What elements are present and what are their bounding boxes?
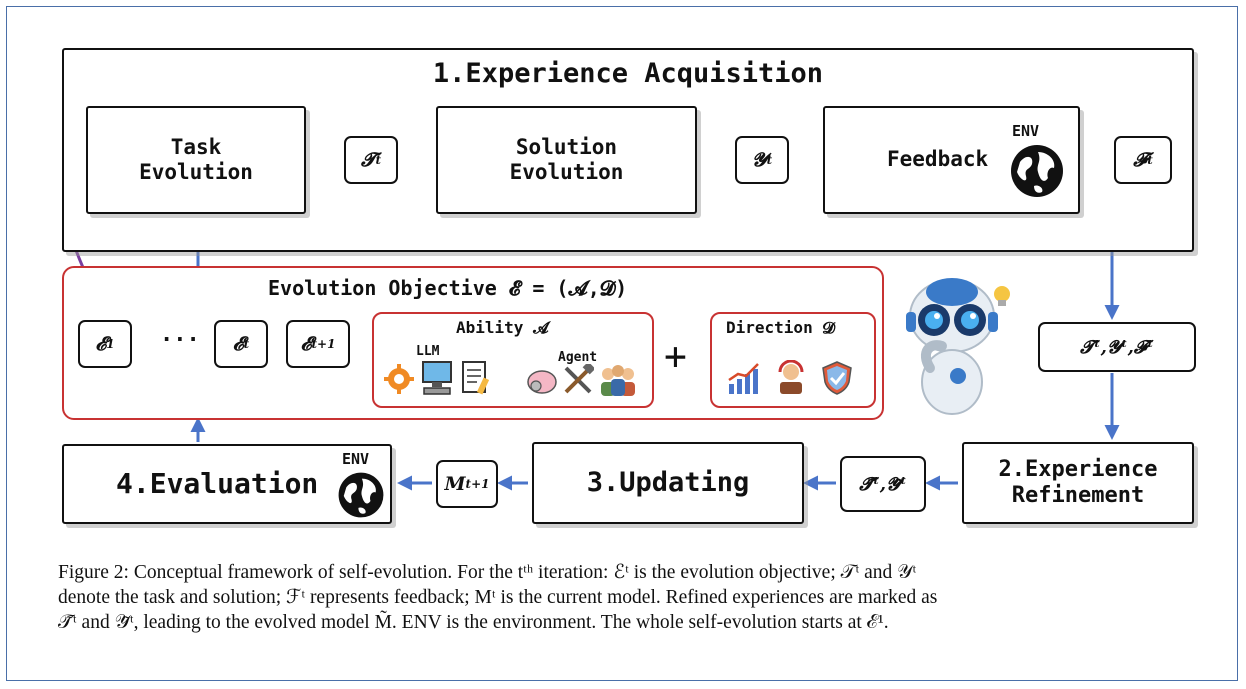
- team-icon: [601, 365, 635, 396]
- Et1-symbol: 𝓔: [300, 333, 312, 355]
- T-symbol: 𝓣: [360, 149, 376, 171]
- figure-caption: Figure 2: Conceptual framework of self-e…: [58, 560, 1208, 635]
- caption-line-1: Figure 2: Conceptual framework of self-e…: [58, 562, 917, 583]
- task-label-line1: Task: [170, 134, 222, 159]
- tools-icon: [564, 364, 594, 394]
- agent-label: Agent: [558, 350, 598, 365]
- feedback-label: Feedback: [887, 147, 989, 172]
- caption-line-3: 𝒯̃ᵗ and 𝒴̃ᵗ, leading to the evolved mode…: [58, 612, 889, 633]
- robot-mascot-icon: [906, 278, 1010, 415]
- computer-icon: [422, 361, 452, 395]
- solution-evolution-box: Solution Evolution: [436, 106, 697, 214]
- F-symbol: 𝓕: [1133, 149, 1148, 171]
- feedback-env-label: ENV: [1012, 122, 1040, 140]
- F-superscript: t: [1147, 153, 1153, 167]
- refinement-label-line1: 2.Experience: [998, 456, 1158, 482]
- M-superscript: t+1: [465, 477, 490, 491]
- Y-symbol: 𝓨: [751, 149, 767, 171]
- evaluation-env-label: ENV: [342, 450, 370, 468]
- gear-head-icon: [384, 364, 414, 394]
- Y-superscript: t: [766, 153, 773, 167]
- llm-label: LLM: [416, 344, 440, 359]
- globe-icon: [1011, 145, 1063, 197]
- growth-chart-icon: [728, 363, 759, 394]
- Et1-superscript: t+1: [311, 337, 336, 351]
- evolution-objective-title: Evolution Objective 𝓔 = (𝓐,𝓓): [268, 276, 628, 300]
- caption-line-2: denote the task and solution; ℱᵗ represe…: [58, 587, 938, 608]
- combined-TYF-box: 𝓣ᵗ,𝓨ᵗ,𝓕ᵗ: [1038, 322, 1196, 372]
- plus-sign: +: [664, 334, 687, 378]
- refined-TY-box: 𝓣̃ᵗ,𝓨̃ᵗ: [840, 456, 926, 512]
- ellipsis: ···: [160, 328, 200, 353]
- E1-symbol: 𝓔: [95, 333, 107, 355]
- task-label-line2: Evolution: [139, 160, 253, 184]
- Et-symbol: 𝓔: [232, 333, 244, 355]
- updating-label: 3.Updating: [586, 466, 750, 498]
- combined-TYF-label: 𝓣ᵗ,𝓨ᵗ,𝓕ᵗ: [1080, 336, 1154, 358]
- acquisition-title: 1.Experience Acquisition: [432, 58, 824, 89]
- experience-refinement-box: 2.Experience Refinement: [962, 442, 1194, 524]
- T-superscript: t: [375, 153, 382, 167]
- M-symbol: M: [444, 473, 466, 495]
- ability-title: Ability 𝓐: [456, 318, 549, 337]
- E1-superscript: 1: [106, 337, 115, 351]
- shield-icon: [822, 361, 852, 395]
- refined-TY-label: 𝓣̃ᵗ,𝓨̃ᵗ: [859, 473, 907, 495]
- evaluation-label: 4.Evaluation: [116, 467, 319, 501]
- refinement-label-line2: Refinement: [1011, 483, 1145, 508]
- solution-label-line1: Solution: [515, 134, 618, 159]
- solution-label-line2: Evolution: [509, 160, 624, 184]
- brain-gear-icon: [527, 370, 557, 394]
- support-agent-icon: [778, 360, 804, 394]
- direction-title: Direction 𝓓: [726, 318, 835, 337]
- task-evolution-box: Task Evolution: [86, 106, 306, 214]
- Et-superscript: t: [243, 337, 250, 351]
- evaluation-box: 4.Evaluation: [62, 444, 392, 524]
- evaluation-globe-icon: [338, 472, 384, 518]
- math-document-icon: [462, 361, 490, 395]
- updating-box: 3.Updating: [532, 442, 804, 524]
- figure-frame: [6, 6, 1238, 681]
